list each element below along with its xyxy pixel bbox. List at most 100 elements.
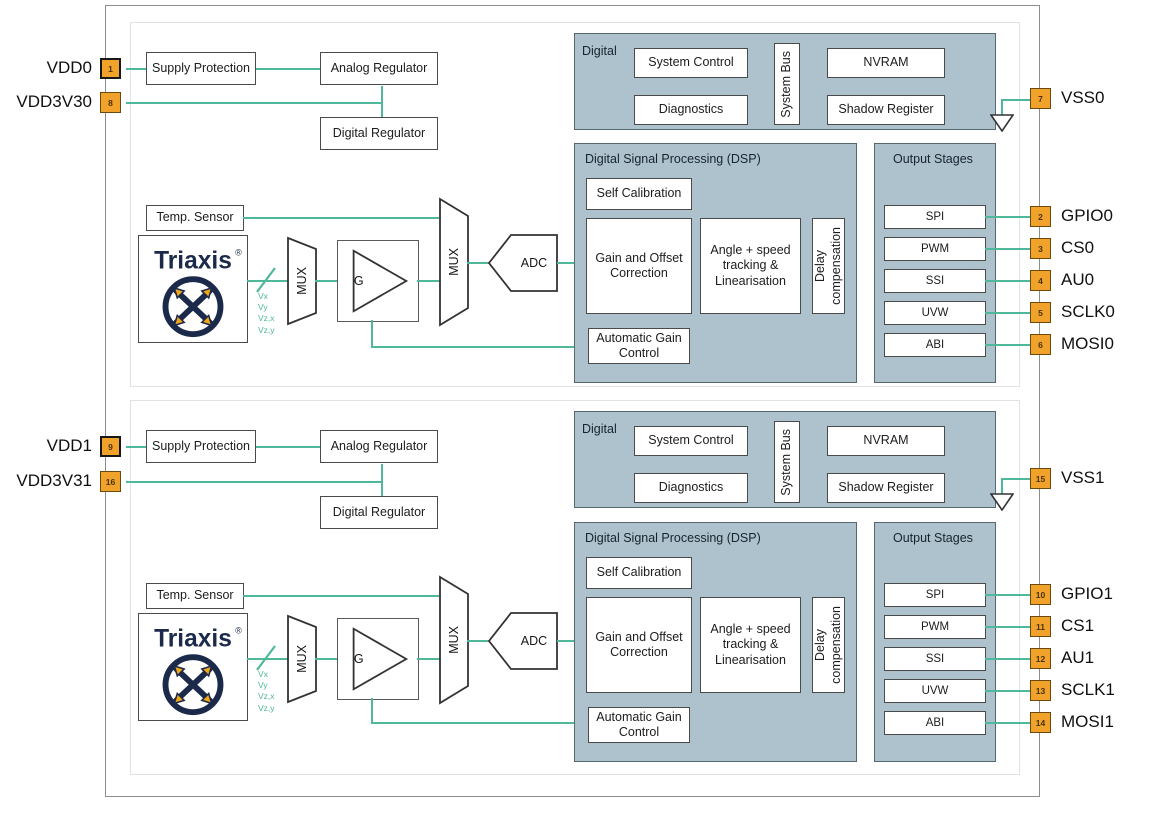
pin-number: 10 <box>1035 589 1046 600</box>
pin-number: 1 <box>108 63 113 74</box>
pin-12[interactable]: 12 <box>1030 648 1051 669</box>
output-stage-label: PWM <box>920 620 950 633</box>
pin-16[interactable]: 16 <box>100 471 121 492</box>
bus-labels-1: Vx Vy Vz,x Vz,y <box>258 669 275 714</box>
output-stage-ssi-1: SSI <box>884 647 986 671</box>
pin-label-vdd3v30: VDD3V30 <box>16 92 92 111</box>
pin-number: 9 <box>108 441 113 452</box>
wire-temp-sensor-to-mux-1 <box>243 595 439 597</box>
wire-agc-feedback-0 <box>371 346 590 348</box>
output-mux-1: MUX <box>439 576 469 704</box>
pin-number: 16 <box>105 476 116 487</box>
pin-number: 14 <box>1035 717 1046 728</box>
pin-8[interactable]: 8 <box>100 92 121 113</box>
diagnostics-label: Diagnostics <box>658 102 724 117</box>
pin-14[interactable]: 14 <box>1030 712 1051 733</box>
wire-mux-to-amp-0 <box>315 280 339 282</box>
pin-5[interactable]: 5 <box>1030 302 1051 323</box>
bus-slash-icon-0 <box>255 266 277 294</box>
temp-sensor-label: Temp. Sensor <box>156 210 234 225</box>
output-stage-label: SSI <box>925 274 945 287</box>
wire-ssi-to-au1 <box>985 658 1032 660</box>
triaxis-registered-mark: ® <box>235 626 242 636</box>
output-stage-label: ABI <box>925 338 945 351</box>
wire-mux2-to-adc-1 <box>467 640 489 642</box>
temp-sensor-block-1: Temp. Sensor <box>146 583 244 609</box>
system-bus-label: System Bus <box>779 428 794 496</box>
system-bus-block-1: System Bus <box>774 421 800 503</box>
angle-speed-tracking-block-0: Angle + speed tracking & Linearisation <box>700 218 801 314</box>
pin-10[interactable]: 10 <box>1030 584 1051 605</box>
pin-label-vdd3v31: VDD3V31 <box>16 471 92 490</box>
pin-number: 5 <box>1038 307 1043 318</box>
pin-label-au0: AU0 <box>1061 270 1095 289</box>
output-stages-title-1: Output Stages <box>893 531 973 545</box>
system-bus-label: System Bus <box>779 50 794 118</box>
wire-amp-to-mux2-1 <box>417 658 441 660</box>
pin-11[interactable]: 11 <box>1030 616 1051 637</box>
pin-number: 7 <box>1038 93 1043 104</box>
package-outline <box>105 5 1040 797</box>
temp-sensor-label: Temp. Sensor <box>156 588 234 603</box>
delay-compensation-block-0: Delay compensation <box>812 218 845 314</box>
analog-regulator-label: Analog Regulator <box>330 438 428 453</box>
digital-regulator-block-1: Digital Regulator <box>320 496 438 529</box>
bus-label-vx: Vx <box>258 291 268 301</box>
angle-speed-tracking-block-1: Angle + speed tracking & Linearisation <box>700 597 801 693</box>
output-stage-label: SPI <box>925 210 945 223</box>
output-stage-ssi-0: SSI <box>884 269 986 293</box>
analog-regulator-block-0: Analog Regulator <box>320 52 438 85</box>
output-stage-spi-0: SPI <box>884 205 986 229</box>
input-mux-label: MUX <box>295 645 309 673</box>
input-mux-0: MUX <box>287 237 317 325</box>
output-stage-label: SSI <box>925 652 945 665</box>
pin-number: 3 <box>1038 243 1043 254</box>
supply-protection-block-1: Supply Protection <box>146 430 256 463</box>
pin-number: 2 <box>1038 211 1043 222</box>
shadow-register-label: Shadow Register <box>838 102 934 117</box>
pin-4[interactable]: 4 <box>1030 270 1051 291</box>
bus-label-vy: Vy <box>258 302 268 313</box>
analog-regulator-block-1: Analog Regulator <box>320 430 438 463</box>
triaxis-sensor-logo-0: Triaxis ® <box>138 235 248 343</box>
pin-15[interactable]: 15 <box>1030 468 1051 489</box>
pin-label-sclk1: SCLK1 <box>1061 680 1115 699</box>
output-mux-0: MUX <box>439 198 469 326</box>
nvram-block-1: NVRAM <box>827 426 945 456</box>
bus-label-vy: Vy <box>258 680 268 691</box>
shadow-register-block-0: Shadow Register <box>827 95 945 125</box>
wire-ssi-to-au0 <box>985 280 1032 282</box>
pin-9[interactable]: 9 <box>100 436 121 457</box>
wire-vss0-down <box>1001 99 1003 117</box>
automatic-gain-control-block-0: Automatic Gain Control <box>588 328 690 364</box>
pin-2[interactable]: 2 <box>1030 206 1051 227</box>
wire-amp-agc-down-1 <box>371 698 373 724</box>
pin-13[interactable]: 13 <box>1030 680 1051 701</box>
input-mux-label: MUX <box>295 267 309 295</box>
output-stage-label: UVW <box>921 684 949 697</box>
bus-label-vzy: Vz,y <box>258 702 275 713</box>
supply-protection-label: Supply Protection <box>152 60 250 75</box>
angle-speed-tracking-label: Angle + speed tracking & Linearisation <box>710 622 791 667</box>
amplifier-block-0: G <box>337 240 419 322</box>
digital-regulator-label: Digital Regulator <box>332 504 426 519</box>
wire-analog-to-digital-regulator-1 <box>381 464 383 496</box>
system-control-block-1: System Control <box>634 426 748 456</box>
wire-triaxis-to-mux-0 <box>247 280 289 282</box>
pin-label-vdd1: VDD1 <box>46 436 92 455</box>
pin-7[interactable]: 7 <box>1030 88 1051 109</box>
nvram-label: NVRAM <box>863 55 909 70</box>
pin-1[interactable]: 1 <box>100 58 121 79</box>
delay-compensation-label-line2: compensation <box>828 227 843 305</box>
wire-mux2-to-adc-0 <box>467 262 489 264</box>
pin-3[interactable]: 3 <box>1030 238 1051 259</box>
output-stage-uvw-0: UVW <box>884 301 986 325</box>
bus-label-vzx: Vz,x <box>258 313 275 324</box>
pin-6[interactable]: 6 <box>1030 334 1051 355</box>
triaxis-wordmark: Triaxis <box>154 247 232 274</box>
adc-label: ADC <box>520 256 548 270</box>
nvram-block-0: NVRAM <box>827 48 945 78</box>
pin-number: 12 <box>1035 653 1046 664</box>
dsp-panel-title-0: Digital Signal Processing (DSP) <box>585 152 761 166</box>
